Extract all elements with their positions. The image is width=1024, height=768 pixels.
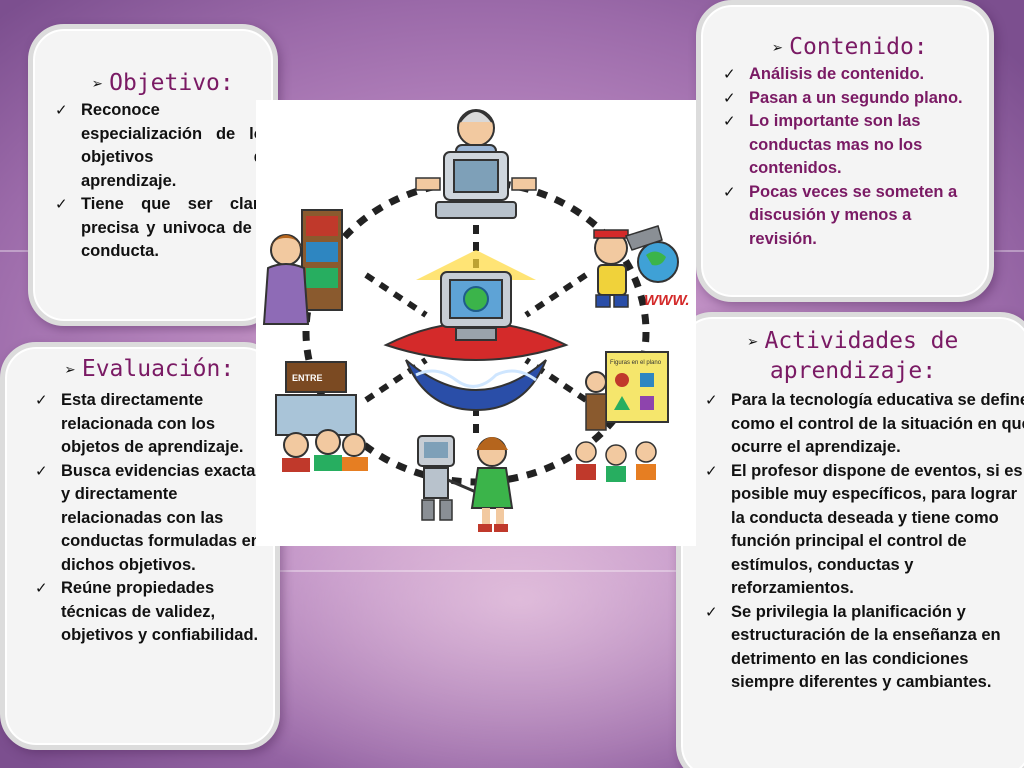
list-item: ✓Pasan a un segundo plano. xyxy=(721,87,979,111)
evaluacion-card: ➢Evaluación: ✓Esta directamente relacion… xyxy=(0,342,280,750)
actividades-title: ➢Actividades de aprendizaje: xyxy=(747,328,959,384)
checkmark-icon: ✓ xyxy=(705,462,718,480)
checkmark-icon: ✓ xyxy=(55,102,68,119)
list-item: ✓Reúne propiedades técnicas de validez, … xyxy=(35,579,259,644)
list-item: ✓El profesor dispone de eventos, si es p… xyxy=(705,461,1023,598)
evaluacion-title: ➢Evaluación: xyxy=(65,356,235,382)
list-item: ✓Lo importante son las conductas mas no … xyxy=(723,112,923,177)
book-label: ENTRE xyxy=(292,373,323,383)
list-item: ✓Esta directamente relacionada con los o… xyxy=(35,391,244,456)
list-item: ✓Análisis de contenido. xyxy=(721,63,979,87)
woman-at-bookshelf xyxy=(262,209,343,325)
objetivo-title: ➢Objetivo: xyxy=(92,70,234,96)
man-at-computer xyxy=(415,109,537,219)
checkmark-icon: ✓ xyxy=(35,580,48,597)
checkmark-icon: ✓ xyxy=(723,183,736,201)
checkmark-icon: ✓ xyxy=(705,392,718,409)
students-at-desk: ENTRE xyxy=(275,361,368,472)
actividades-card: ➢Actividades de aprendizaje: ✓Para la te… xyxy=(676,312,1024,768)
checkmark-icon: ✓ xyxy=(723,113,736,130)
list-item: ✓Pocas veces se someten a discusión y me… xyxy=(723,182,958,248)
robot-and-girl xyxy=(417,435,514,532)
checkmark-icon: ✓ xyxy=(55,196,68,213)
teacher-at-board: Figuras en el plano xyxy=(575,351,669,482)
objetivo-list: ✓Reconoce la especialización de los obje… xyxy=(53,99,273,264)
list-item: ✓Tiene que ser clara, precisa y univoca … xyxy=(55,195,273,260)
background-stripe xyxy=(0,570,1024,572)
contenido-list: ✓Análisis de contenido. ✓Pasan a un segu… xyxy=(721,63,979,251)
list-item: ✓Para la tecnología educativa se define … xyxy=(705,391,1024,456)
actividades-list: ✓Para la tecnología educativa se define … xyxy=(703,389,1024,695)
checkmark-icon: ✓ xyxy=(35,462,48,480)
www-label: WWW. xyxy=(644,292,690,309)
evaluacion-list: ✓Esta directamente relacionada con los o… xyxy=(19,389,275,648)
arrow-bullet-icon: ➢ xyxy=(747,332,759,353)
checkmark-icon: ✓ xyxy=(723,66,736,83)
illustration-svg: WWW. ENTRE Figuras en el pla xyxy=(262,109,690,532)
boy-with-globe: WWW. xyxy=(593,225,690,309)
arrow-bullet-icon: ➢ xyxy=(92,74,104,95)
checkmark-icon: ✓ xyxy=(35,392,48,409)
list-item: ✓Busca evidencias exactas y directamente… xyxy=(35,461,265,574)
board-label: Figuras en el plano xyxy=(610,360,662,366)
contenido-title: ➢Contenido: xyxy=(772,34,928,60)
arrow-bullet-icon: ➢ xyxy=(772,38,784,59)
checkmark-icon: ✓ xyxy=(723,89,736,107)
list-item: ✓Se privilegia la planificación y estruc… xyxy=(705,602,1001,692)
contenido-card: ➢Contenido: ✓Análisis de contenido. ✓Pas… xyxy=(696,0,994,302)
central-computer xyxy=(383,250,569,412)
objetivo-card: ➢Objetivo: ✓Reconoce la especialización … xyxy=(28,24,278,326)
arrow-bullet-icon: ➢ xyxy=(65,360,76,381)
checkmark-icon: ✓ xyxy=(705,603,718,621)
list-item: ✓Reconoce la especialización de los obje… xyxy=(55,101,273,190)
educational-technology-illustration: WWW. ENTRE Figuras en el pla xyxy=(256,100,696,546)
